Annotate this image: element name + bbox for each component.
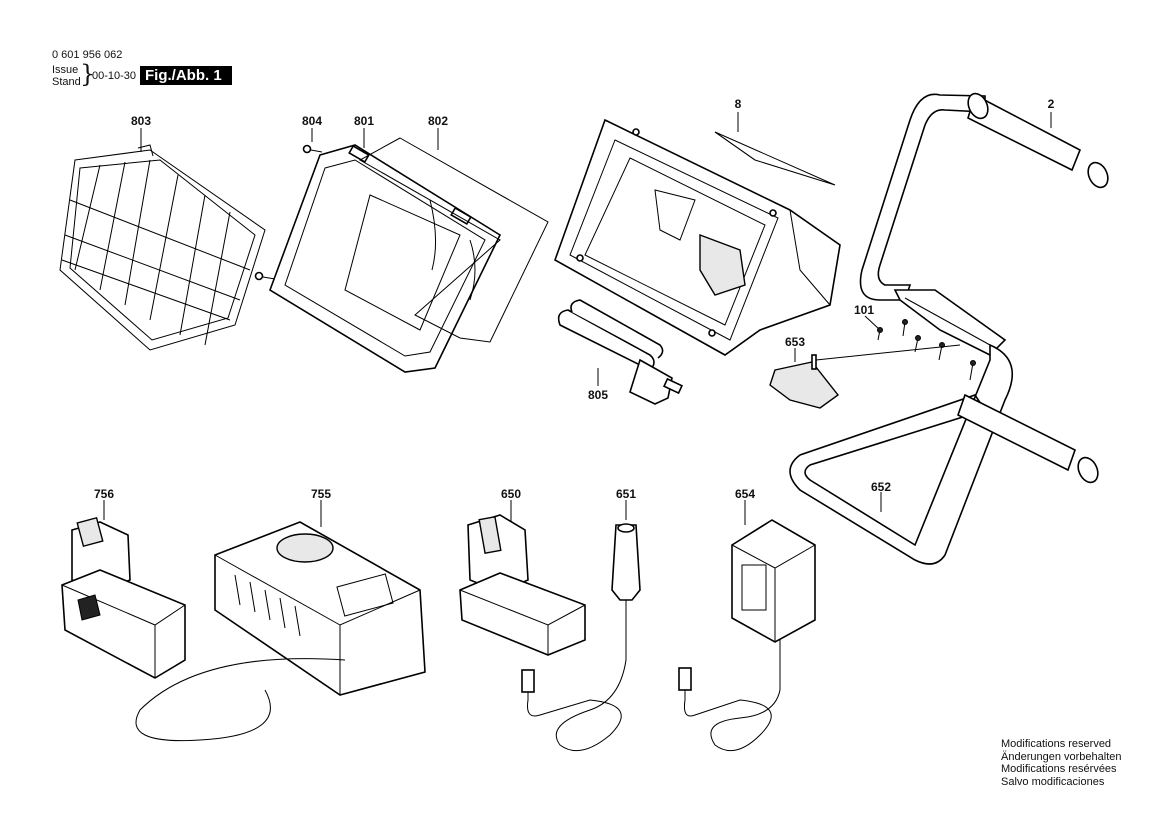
callout-652: 652 <box>870 480 892 494</box>
part-number: 0 601 956 062 <box>52 49 123 61</box>
note-es: Salvo modificaciones <box>1001 775 1105 788</box>
stand-handle-part <box>859 92 1109 301</box>
switch-653-part <box>769 344 961 409</box>
note-de: Änderungen vorbehalten <box>1001 750 1122 763</box>
callout-803: 803 <box>130 114 152 128</box>
glass-pane-part <box>358 128 549 343</box>
callout-755: 755 <box>310 487 332 501</box>
screw-804-part <box>254 128 323 281</box>
callout-804: 804 <box>301 114 323 128</box>
callout-651: 651 <box>615 487 637 501</box>
lamp-tube-part <box>557 299 684 405</box>
callout-650: 650 <box>500 487 522 501</box>
brace-glyph: } <box>80 60 96 88</box>
screws-101-part <box>864 315 976 381</box>
callout-756: 756 <box>93 487 115 501</box>
car-adapter-651-part <box>521 500 641 752</box>
lamp-housing-part <box>554 118 841 356</box>
callout-2: 2 <box>1047 97 1055 111</box>
issue-label: Issue <box>52 64 79 76</box>
callout-654: 654 <box>734 487 756 501</box>
callout-802: 802 <box>427 114 449 128</box>
wall-adapter-654-part <box>678 500 816 752</box>
note-en: Modifications reserved <box>1001 738 1112 750</box>
callout-8: 8 <box>734 97 742 111</box>
callout-101: 101 <box>853 303 875 317</box>
note-fr: Modifications resérvées <box>1001 763 1117 775</box>
wire-guard-part <box>59 128 266 351</box>
callout-801: 801 <box>353 114 375 128</box>
callout-653: 653 <box>784 335 806 349</box>
front-frame-part <box>269 128 502 373</box>
charger-755-part <box>135 500 426 742</box>
issue-stand-labels: Issue Stand <box>52 64 81 88</box>
figure-label: Fig./Abb. 1 <box>140 66 232 85</box>
base-frame-part <box>789 343 1099 565</box>
issue-date: 00-10-30 <box>92 70 137 82</box>
battery-pack-756-part <box>61 500 186 679</box>
mounting-bracket-part <box>893 289 1007 356</box>
modification-notes: Modifications reserved Änderungen vorbeh… <box>1001 738 1121 788</box>
reflector-foil-part <box>714 112 836 186</box>
callout-805: 805 <box>587 388 609 402</box>
battery-650-part <box>459 500 586 656</box>
stand-label: Stand <box>52 76 81 88</box>
